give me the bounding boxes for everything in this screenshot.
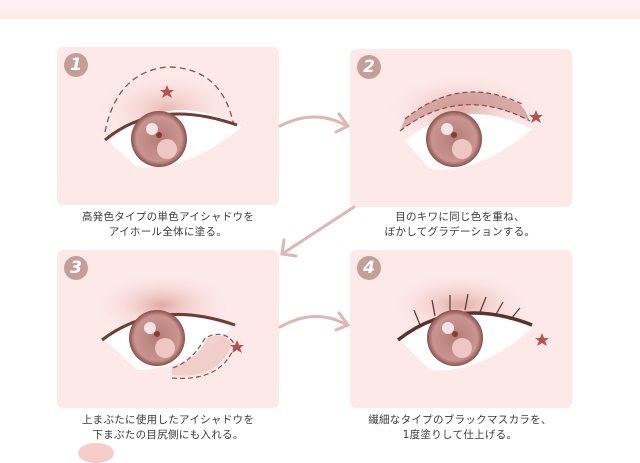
step-number-badge: 2: [357, 55, 381, 79]
step-card-2: 2: [350, 49, 572, 207]
step-card-3: 3: [57, 250, 279, 408]
step-number-badge: 3: [64, 256, 88, 280]
step-number-badge: 4: [357, 256, 381, 280]
step-number-badge: 1: [64, 53, 88, 77]
step-card-1: 1: [57, 47, 279, 205]
top-banner: [0, 0, 640, 19]
step-caption-2: 目のキワに同じ色を重ね、 ぼかしてグラデーションする。: [384, 211, 536, 238]
arrow-right-icon: [278, 112, 351, 134]
eye-illustration-4: [388, 272, 549, 371]
eye-illustration-1: [95, 66, 242, 168]
step-card-4: 4: [350, 250, 572, 408]
star-icon: [230, 340, 244, 353]
eye-illustration-3: [92, 272, 244, 379]
step-caption-3: 上まぶたに使用したアイシャドウを 下まぶたの目尻側にも入れる。: [81, 414, 255, 441]
arrow-right-icon: [278, 311, 351, 332]
step-caption-4: 繊細なタイプのブラックマスカラを、 1度塗りして仕上げる。: [368, 414, 552, 441]
step-caption-1: 高発色タイプの単色アイシャドウを アイホール全体に塗る。: [81, 211, 255, 238]
arrow-down-left-icon: [280, 205, 356, 258]
eye-illustration-2: [384, 74, 543, 170]
star-icon: [529, 110, 543, 123]
star-icon: [160, 85, 174, 98]
star-icon: [535, 333, 549, 346]
bottom-decoration: [78, 443, 114, 463]
